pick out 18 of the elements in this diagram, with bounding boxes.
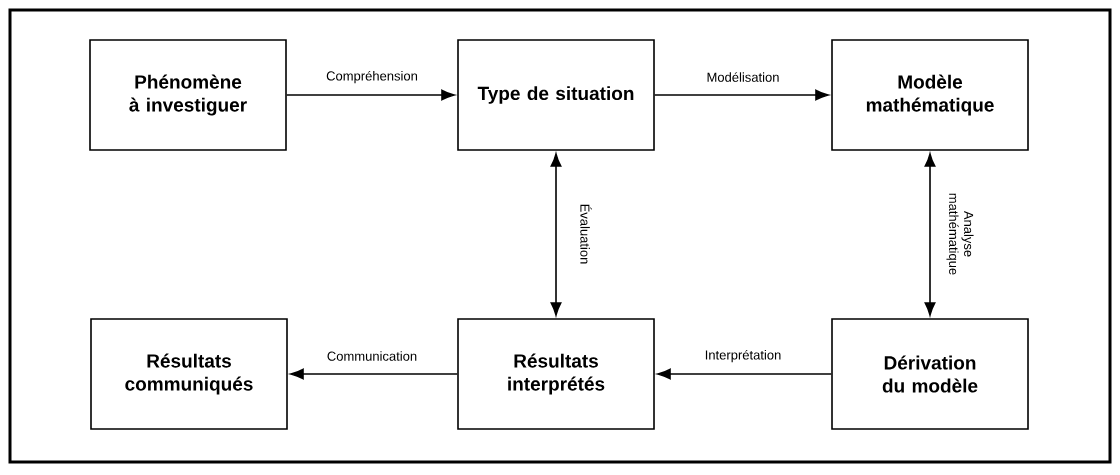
process-box: Phénomène à investiguer — [89, 39, 287, 151]
arrow — [550, 153, 562, 316]
process-box: Modèle mathématique — [831, 39, 1029, 151]
arrow — [657, 368, 832, 380]
arrow — [654, 89, 829, 101]
process-box: Type de situation — [457, 39, 655, 151]
edge-label: Analyse mathématique — [945, 178, 975, 290]
process-box: Dérivation du modèle — [831, 318, 1029, 430]
edge-label: Modélisation — [705, 71, 781, 83]
edge-label: Évaluation — [579, 178, 593, 290]
arrow — [286, 89, 455, 101]
edge-label: Compréhension — [325, 69, 419, 85]
arrow — [290, 368, 458, 380]
edge-label: Communication — [325, 350, 419, 362]
arrow — [924, 153, 936, 316]
edge-label: Interprétation — [703, 348, 783, 364]
process-box: Résultats communiqués — [90, 318, 288, 430]
process-box: Résultats interprétés — [457, 318, 655, 430]
